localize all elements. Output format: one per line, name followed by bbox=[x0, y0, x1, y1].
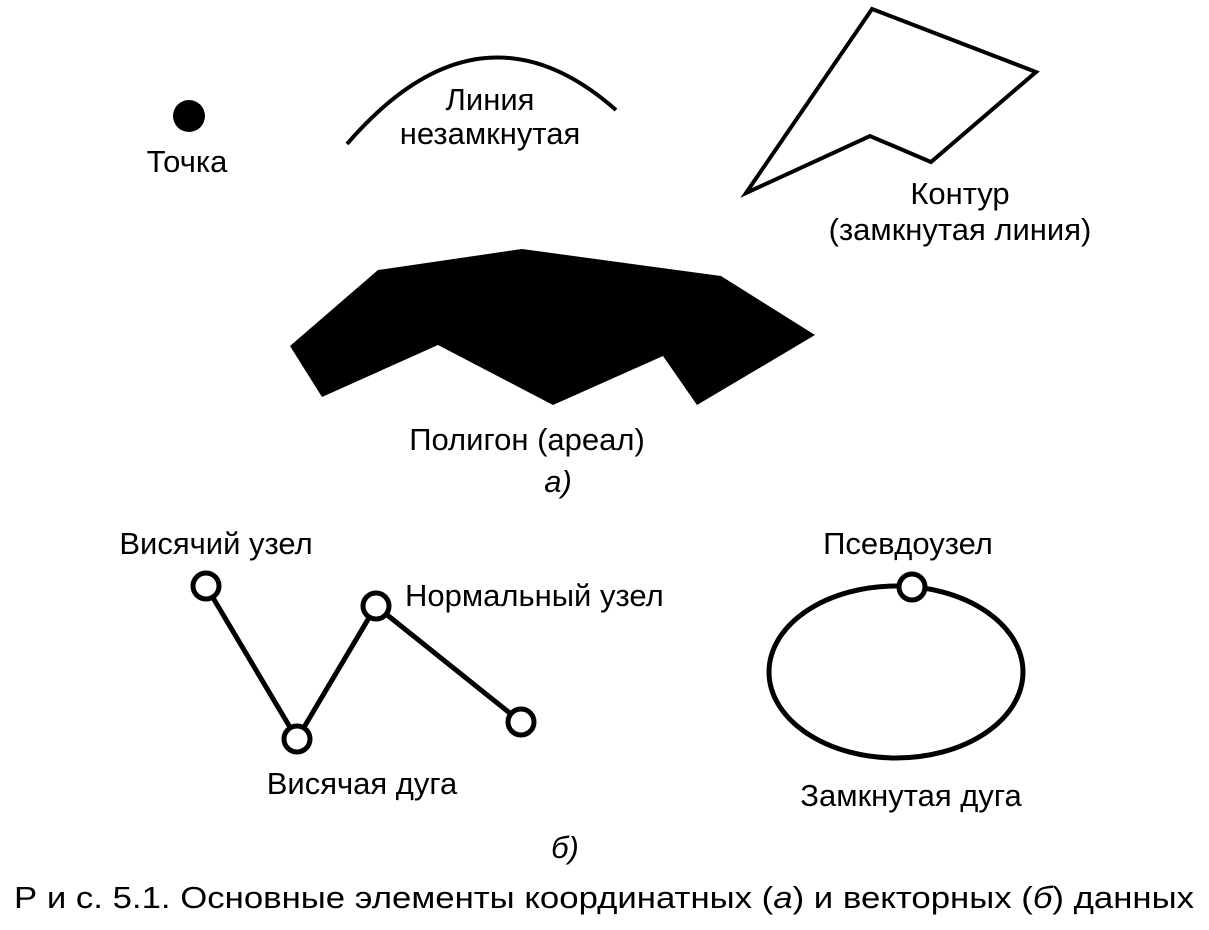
panel-a-letter: а) bbox=[544, 464, 572, 499]
polygon-label: Полигон (ареал) bbox=[409, 422, 645, 457]
pseudonode-label: Псевдоузел bbox=[823, 526, 993, 561]
contour-label-2: (замкнутая линия) bbox=[829, 212, 1092, 247]
point-label: Точка bbox=[147, 144, 228, 179]
dangling-node-start bbox=[190, 570, 222, 602]
figure-caption: Р и с. 5.1. Основные элементы координатн… bbox=[14, 880, 1195, 915]
dangling-arc-label: Висячая дуга bbox=[267, 766, 458, 801]
open-line-label-2: незамкнутая bbox=[400, 116, 581, 151]
point-symbol bbox=[173, 100, 205, 132]
panel-a: Точка Линия незамкнутая Контур (замкнута… bbox=[147, 6, 1092, 499]
caption-b-letter: б bbox=[1033, 880, 1054, 915]
panel-b: Висячий узел Нормальный узел Висячая дуг… bbox=[119, 526, 1026, 865]
closed-arc-symbol bbox=[766, 583, 1026, 761]
dangling-node-end bbox=[505, 706, 537, 738]
dangling-arc-vertex bbox=[281, 723, 313, 755]
caption-prefix: Р и с. 5.1. Основные элементы координатн… bbox=[14, 880, 774, 915]
panel-b-letter: б) bbox=[551, 830, 579, 865]
dangling-arc-line bbox=[203, 584, 523, 744]
normal-node bbox=[360, 590, 392, 622]
normal-node-label: Нормальный узел bbox=[405, 578, 664, 613]
pseudonode bbox=[896, 571, 928, 603]
caption-middle: ) и векторных ( bbox=[793, 880, 1034, 915]
polygon-symbol bbox=[290, 249, 815, 405]
dangling-node-label: Висячий узел bbox=[119, 526, 312, 561]
open-line-symbol bbox=[345, 55, 618, 146]
open-line-label-1: Линия bbox=[446, 82, 535, 117]
contour-symbol bbox=[740, 6, 1040, 198]
contour-label-1: Контур bbox=[910, 176, 1009, 211]
caption-suffix: ) данных bbox=[1052, 880, 1194, 915]
caption-a-letter: а bbox=[773, 880, 792, 915]
closed-arc-label: Замкнутая дуга bbox=[800, 778, 1022, 813]
